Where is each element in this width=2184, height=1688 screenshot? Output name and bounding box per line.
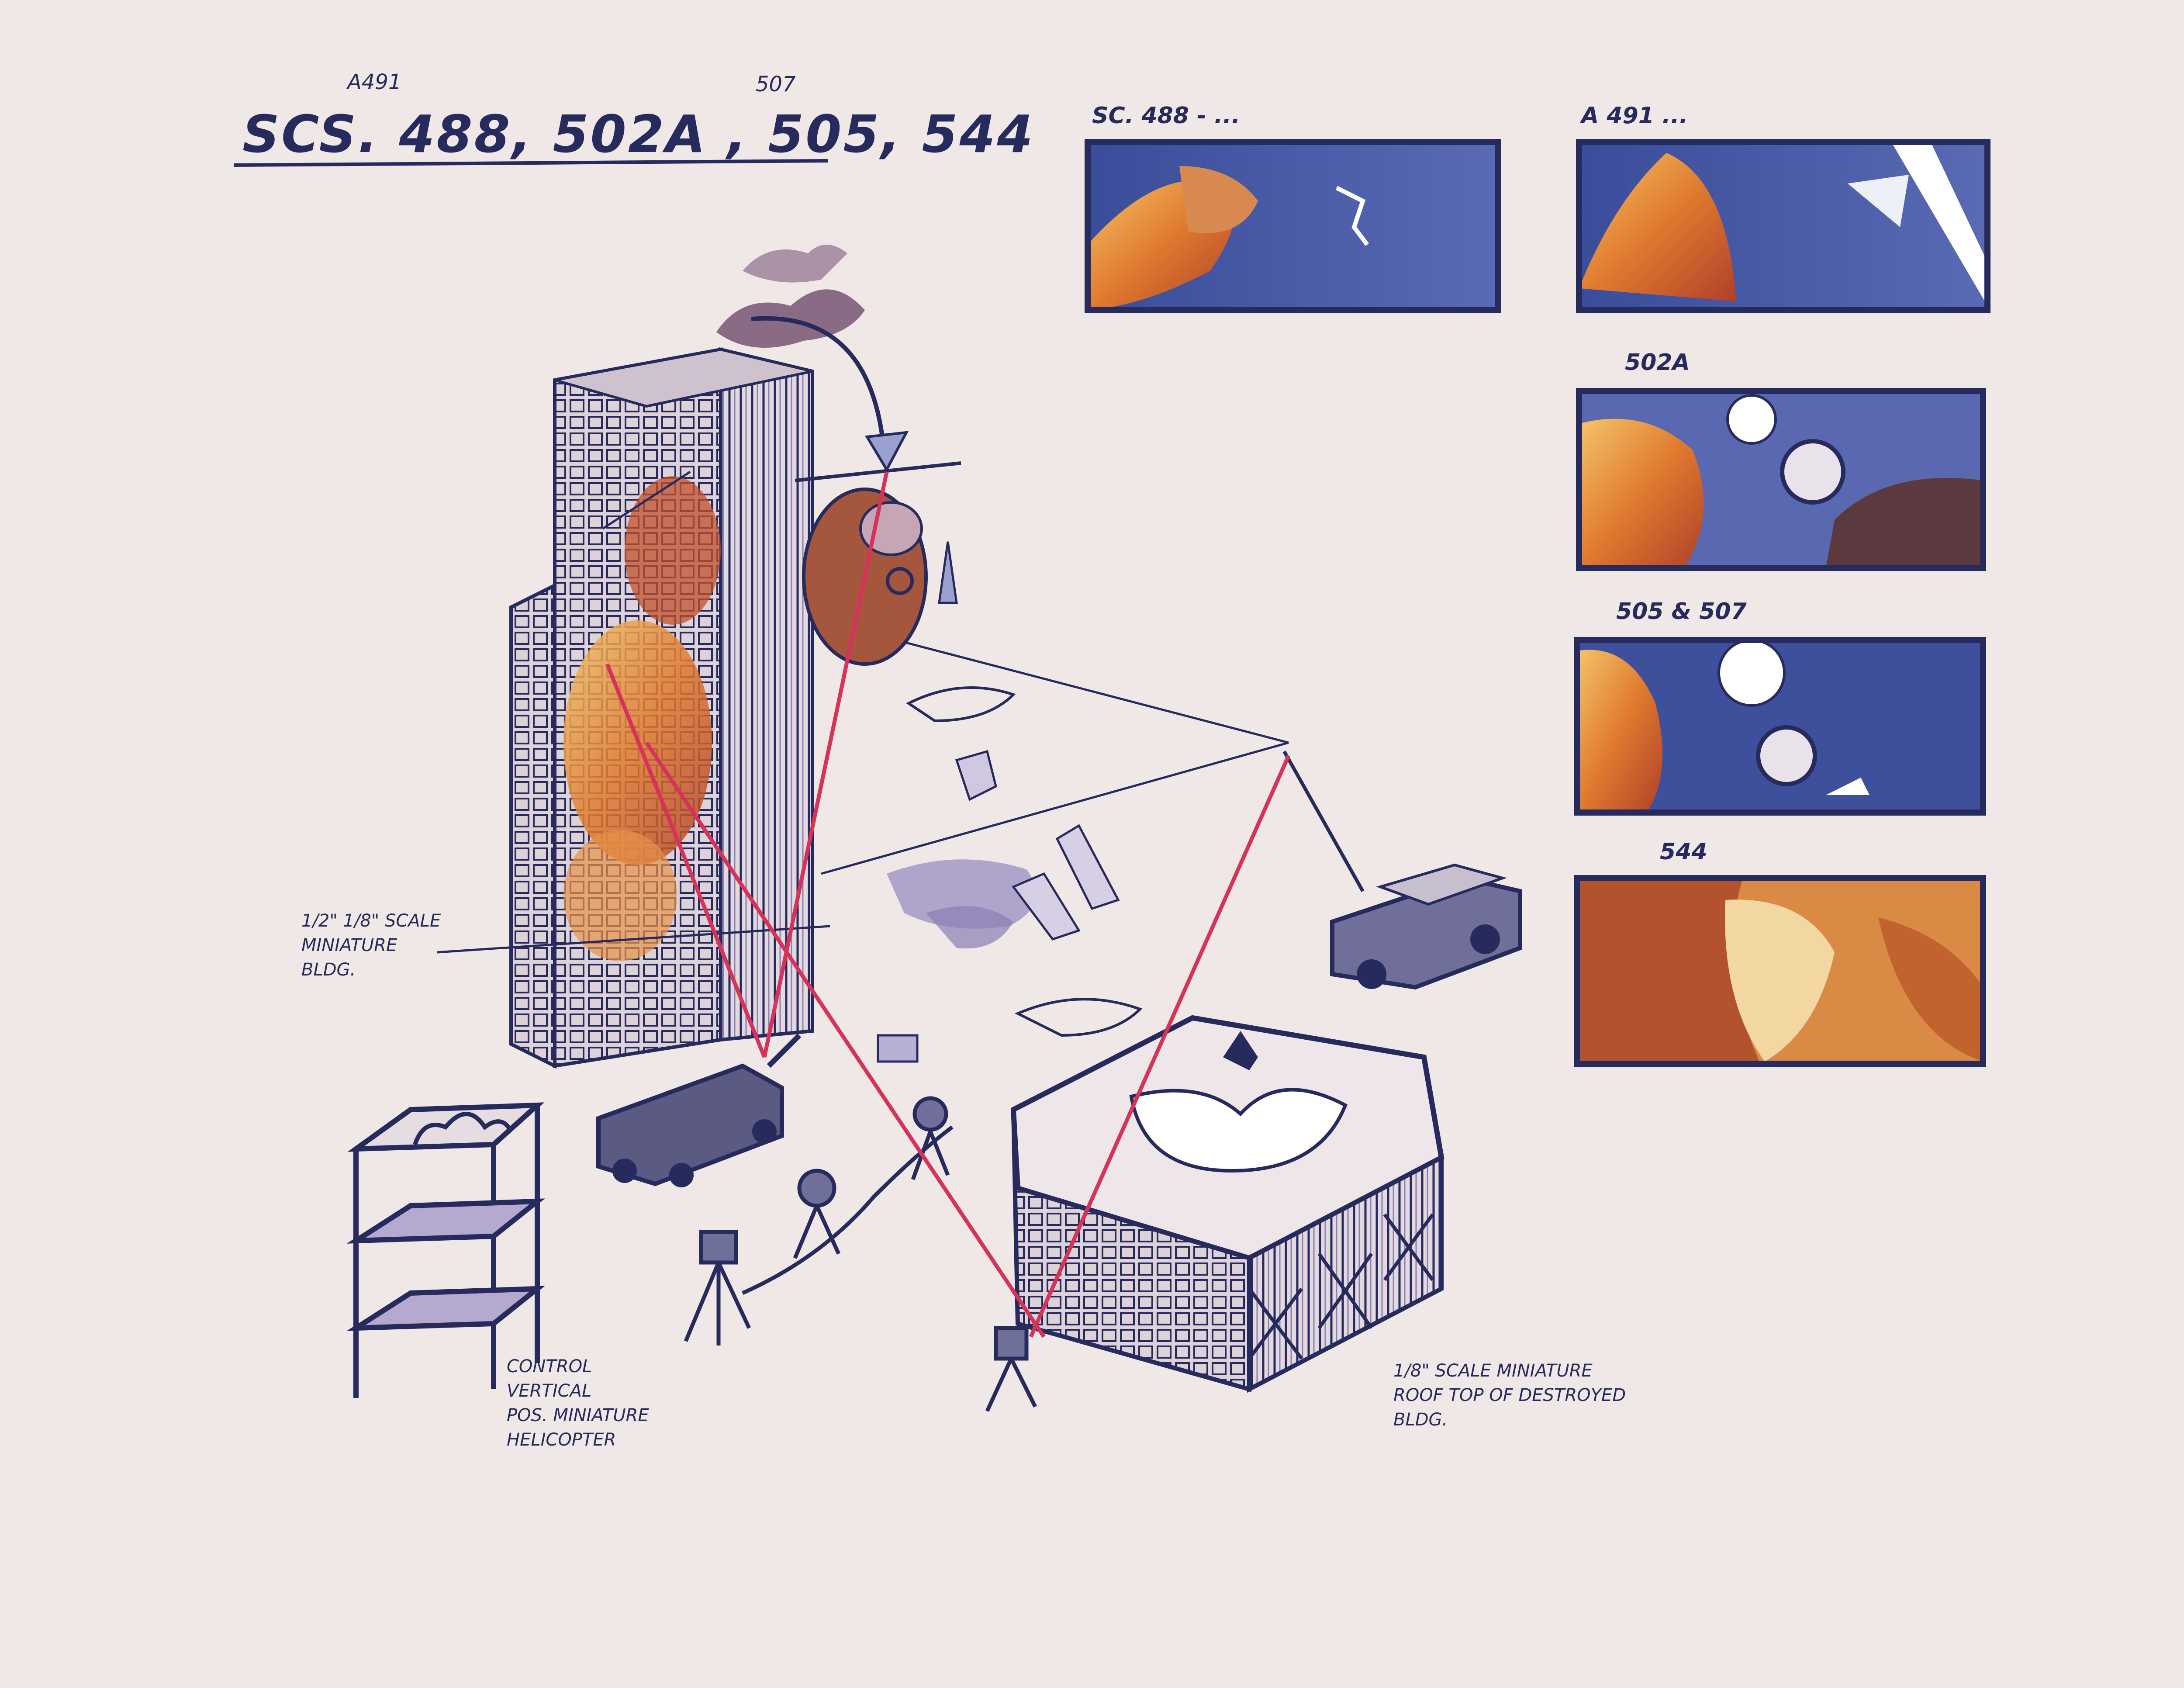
panel-4-art (1574, 637, 1986, 816)
title-underline (233, 159, 828, 167)
panel-5-art (1574, 875, 1986, 1067)
panel-3-art (1576, 388, 1986, 571)
title-annotation-507: 507 (756, 72, 796, 97)
camera-dolly (596, 1033, 802, 1187)
midground-miniatures (877, 686, 1143, 1063)
panel-1-label: SC. 488 - ... (1092, 103, 1241, 129)
control-scaffold (346, 1102, 545, 1398)
note-control-helicopter: CONTROL VERTICAL POS. MINIATURE HELICOPT… (507, 1356, 649, 1450)
panel-4-label: 505 & 507 (1616, 598, 1747, 625)
sheet-title: SCS. 488, 502A , 505, 544 (242, 104, 1035, 164)
panel-5-label: 544 (1660, 839, 1707, 865)
panel-3-label: 502A (1625, 349, 1690, 376)
panel-2-label: A 491 ... (1581, 103, 1688, 129)
laser-lines (605, 471, 1291, 1338)
rooftop-miniature (1010, 1015, 1444, 1393)
camera-car (1282, 751, 1522, 990)
panel-1-art (1085, 139, 1501, 313)
helicopter-miniature (795, 461, 961, 666)
sightlines (436, 470, 1289, 954)
note-rooftop-miniature: 1/8" SCALE MINIATURE ROOF TOP OF DESTROY… (1393, 1361, 1626, 1430)
note-building-miniature: 1/2" 1/8" SCALE MINIATURE BLDG. (301, 911, 441, 980)
title-annotation-a491: A491 (347, 70, 402, 94)
camera-tripods (684, 1096, 1037, 1412)
panel-2-art (1576, 139, 1990, 313)
